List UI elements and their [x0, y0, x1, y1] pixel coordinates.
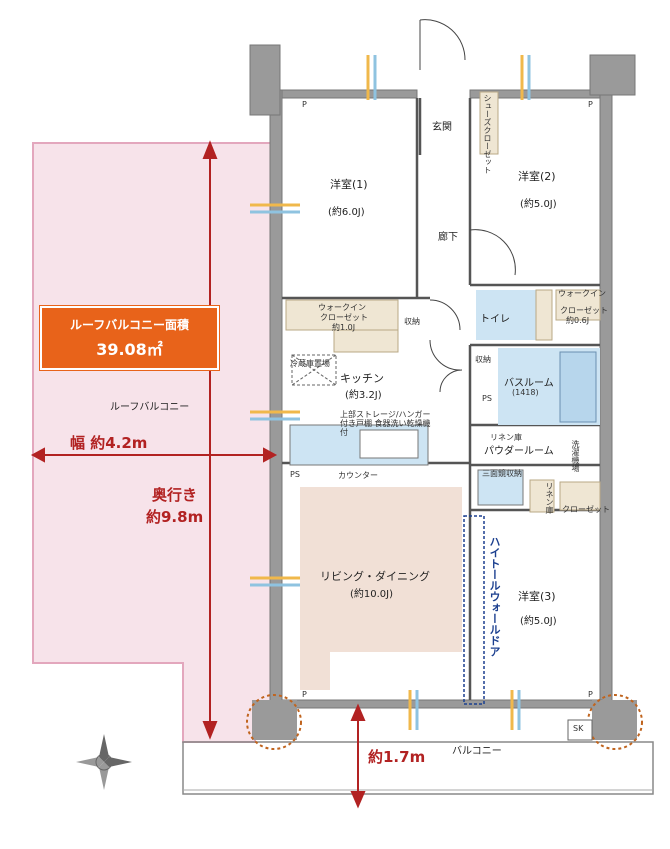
hallway-label: 廊下 — [438, 232, 458, 243]
bathroom-size: (1418) — [512, 388, 539, 397]
linen-label: リネン庫 — [490, 433, 522, 442]
powder-room-label: パウダールーム — [484, 446, 554, 457]
balcony-label: バルコニー — [452, 746, 502, 757]
sk-label: SK — [573, 724, 584, 733]
column-markers — [246, 694, 643, 750]
depth-dimension-label-2: 約9.8m — [146, 508, 204, 526]
shoe-closet-label: シューズクローゼット — [483, 94, 492, 174]
western2-size: (約5.0J) — [520, 199, 557, 210]
walkin1-line1: ウォークイン — [318, 303, 366, 312]
walkin2-line1: ウォークイン — [558, 289, 606, 298]
high-tall-door-line — [463, 515, 485, 705]
living-size: (約10.0J) — [350, 589, 394, 600]
bathroom-name: バスルーム — [504, 378, 554, 389]
sink — [359, 429, 419, 459]
kitchen-size: (約3.2J) — [345, 390, 382, 401]
p-label-1: P — [302, 100, 307, 109]
walkin2-size: 約0.6J — [566, 316, 590, 325]
dishwasher-note: 上部ストレージ/ハンガー付き戸棚 食器洗い乾燥機付 — [340, 410, 431, 437]
p-label-4: P — [588, 690, 593, 699]
compass-icon — [76, 734, 132, 790]
washing-machine-label: 洗濯機場 — [571, 440, 580, 472]
living-dining-area — [300, 487, 462, 690]
roof-balcony-area — [32, 142, 273, 743]
bathtub — [559, 351, 597, 423]
western3-name: 洋室(3) — [518, 590, 556, 603]
walkin1-size: 約1.0J — [332, 323, 356, 332]
walkin1-line2: クローゼット — [320, 313, 368, 322]
counter-label: カウンター — [338, 471, 378, 480]
linen-cabinet-label: リネン庫 — [545, 482, 554, 514]
badge-title: ルーフバルコニー面積 — [69, 318, 190, 332]
door-swings — [419, 19, 516, 393]
fridge-label: 冷蔵庫置場 — [290, 359, 330, 368]
toilet-area — [476, 290, 536, 340]
balcony-strip — [182, 741, 654, 795]
roof-balcony-label: ルーフバルコニー — [110, 402, 190, 413]
depth-dimension-label-1: 奥行き — [152, 486, 198, 504]
walkin2-line2: クローゼット — [560, 306, 608, 315]
vanity — [477, 469, 524, 506]
closet-label: クローゼット — [562, 505, 610, 514]
western1-name: 洋室(1) — [330, 178, 368, 191]
storage-areas — [285, 91, 601, 513]
three-mirror-label: 三面鏡収納 — [482, 469, 522, 478]
ps-label-1: PS — [290, 470, 300, 479]
western1-size: (約6.0J) — [328, 207, 365, 218]
kitchen-name: キッチン — [340, 372, 384, 385]
storage-label-2: 収納 — [475, 355, 491, 364]
entrance-label: 玄関 — [432, 122, 452, 133]
storage-label-1: 収納 — [404, 317, 420, 326]
p-label-2: P — [588, 100, 593, 109]
balcony-depth-label: 約1.7m — [368, 748, 426, 766]
p-label-3: P — [302, 690, 307, 699]
western3-size: (約5.0J) — [520, 616, 557, 627]
badge-area: 39.08㎡ — [96, 340, 163, 359]
ps-label-2: PS — [482, 394, 492, 403]
toilet-label: トイレ — [480, 314, 510, 325]
dimension-lines — [30, 140, 366, 809]
ventilation-icons — [250, 55, 531, 730]
living-name: リビング・ダイニング — [320, 570, 430, 583]
high-tall-door-label: ハイトールウォールドア — [488, 536, 501, 657]
roof-balcony-area-badge: ルーフバルコニー面積 39.08㎡ — [39, 305, 220, 371]
western2-name: 洋室(2) — [518, 170, 556, 183]
width-dimension-label: 幅 約4.2m — [70, 434, 148, 452]
